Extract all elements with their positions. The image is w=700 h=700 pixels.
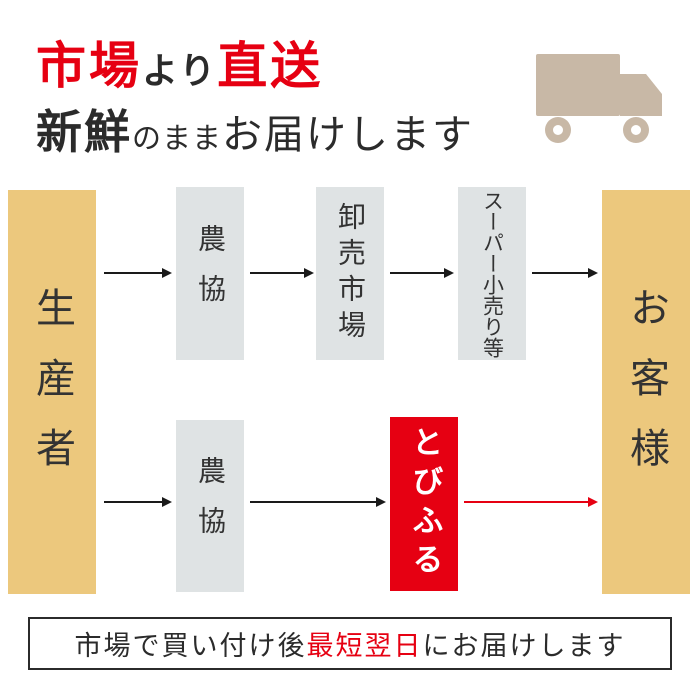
customer-label: お客様 <box>623 287 669 497</box>
subheadline: 新鮮のままお届けします <box>36 96 474 162</box>
arrow-producer-to-coop-bottom <box>104 501 170 503</box>
arrow-coop-to-tobifuru <box>250 501 384 503</box>
tobifuru-box: とびふる <box>390 417 458 591</box>
coop-box-bottom: 農協 <box>176 420 244 592</box>
coop-bottom-label: 農協 <box>194 456 227 556</box>
arrow-retailer-to-customer <box>532 272 596 274</box>
delivery-note-box: 市場で買い付け後最短翌日にお届けします <box>28 617 672 670</box>
arrow-wholesale-to-retailer <box>390 272 452 274</box>
arrow-producer-to-coop-top <box>104 272 170 274</box>
arrow-coop-to-wholesale <box>250 272 312 274</box>
producer-box: 生産者 <box>8 190 96 594</box>
headline-yori: より <box>142 50 218 92</box>
arrow-tobifuru-to-customer <box>464 501 596 503</box>
producer-label: 生産者 <box>29 287 75 497</box>
wholesale-market-label: 卸売市場 <box>334 201 367 346</box>
subheadline-deliver: お届けします <box>222 112 475 158</box>
wholesale-market-box: 卸売市場 <box>316 187 384 360</box>
delivery-truck-icon <box>536 48 666 152</box>
subheadline-nomama: のまま <box>132 121 223 155</box>
delivery-note-seg2: にお届けします <box>422 631 626 662</box>
customer-box: お客様 <box>602 190 690 594</box>
tobifuru-label: とびふる <box>406 426 443 582</box>
headline-chokusou: 直送 <box>217 36 324 95</box>
headline: 市場より直送 <box>36 26 323 98</box>
delivery-note-seg1: 市場で買い付け後 <box>74 631 307 662</box>
retailer-box: スーパー小売り等 <box>458 187 526 360</box>
coop-box-top: 農協 <box>176 187 244 360</box>
delivery-note-highlight: 最短翌日 <box>306 631 423 662</box>
retailer-label: スーパー小売り等 <box>480 189 505 358</box>
subheadline-fresh: 新鮮 <box>36 105 132 159</box>
coop-top-label: 農協 <box>194 223 227 324</box>
headline-market: 市場 <box>36 36 142 95</box>
